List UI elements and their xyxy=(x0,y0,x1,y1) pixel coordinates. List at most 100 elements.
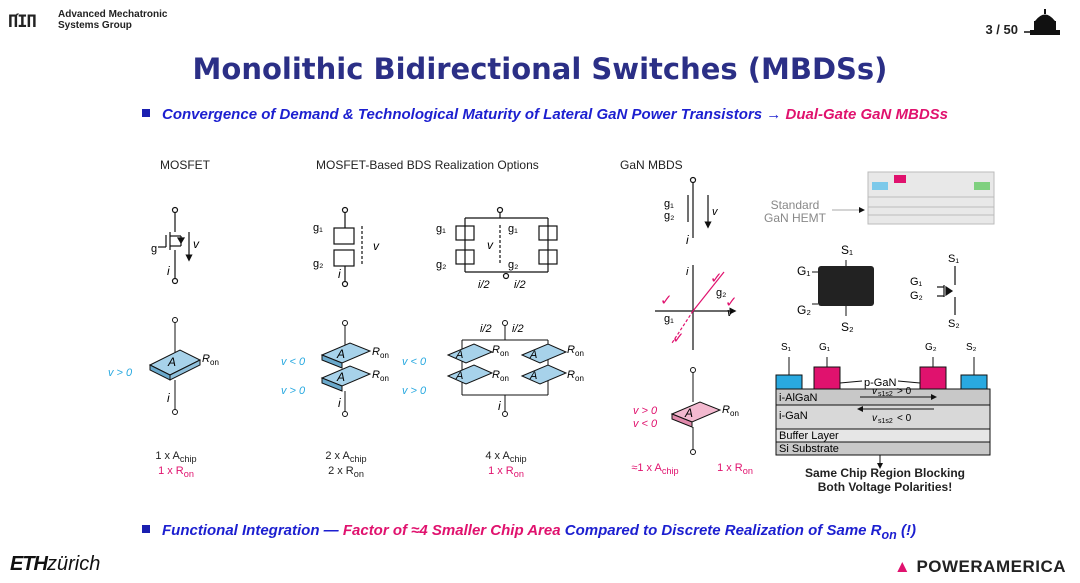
svg-text:s1s2: s1s2 xyxy=(878,391,893,398)
bullet2-part1: Functional Integration — xyxy=(162,522,339,539)
svg-text:g₁: g₁ xyxy=(508,223,518,235)
svg-text:A: A xyxy=(167,355,176,369)
caption-mosfet-ron: 1 x R xyxy=(158,465,184,478)
svg-text:R: R xyxy=(372,346,380,358)
eth-logo: ETHzürich xyxy=(10,553,100,576)
svg-text:v: v xyxy=(373,239,380,253)
svg-text:✓: ✓ xyxy=(725,294,738,311)
blocking-line1: Same Chip Region Blocking xyxy=(804,466,966,480)
svg-text:g₂: g₂ xyxy=(508,259,518,271)
lab-logo: ΠΊΠ xyxy=(8,12,37,32)
heading-bds-options: MOSFET-Based BDS Realization Options xyxy=(316,158,539,172)
four-mosfet-bridge-symbol xyxy=(455,206,558,280)
svg-text:S₁: S₁ xyxy=(781,342,792,353)
svg-text:i: i xyxy=(686,266,689,278)
poweramerica-text: POWERAMERICA xyxy=(916,557,1066,576)
svg-text:on: on xyxy=(500,349,509,358)
svg-text:G₁: G₁ xyxy=(797,264,810,278)
svg-text:g₂: g₂ xyxy=(664,210,674,222)
svg-text:v: v xyxy=(712,206,719,218)
svg-text:R: R xyxy=(492,344,500,356)
bullet2-part4: (!) xyxy=(900,522,916,539)
svg-text:on: on xyxy=(575,374,584,383)
svg-text:on: on xyxy=(575,349,584,358)
mbds-circuit-symbol xyxy=(937,266,956,315)
org-line-2: Systems Group xyxy=(58,20,132,31)
svg-text:i: i xyxy=(686,233,689,247)
caption-gan-ron-text: 1 x R xyxy=(717,462,743,474)
caption-four-ron-sub: on xyxy=(513,469,524,480)
bullet2-part2: Factor of ≈4 Smaller Chip Area xyxy=(342,522,561,539)
caption-two-area-sub: chip xyxy=(349,454,367,465)
bullet1-text: Convergence of Demand & Technological Ma… xyxy=(162,106,782,123)
svg-text:S₂: S₂ xyxy=(841,320,854,334)
svg-text:✓: ✓ xyxy=(660,292,673,309)
svg-text:i/2: i/2 xyxy=(478,279,490,291)
caption-gan-area-sub: chip xyxy=(661,466,679,477)
svg-text:i: i xyxy=(167,391,170,405)
standard-hemt-line1: Standard xyxy=(770,198,820,212)
bullet2-part3-sub: on xyxy=(881,528,897,542)
svg-text:v: v xyxy=(193,237,200,251)
iv-characteristic xyxy=(655,265,737,350)
svg-text:i: i xyxy=(498,399,501,413)
caption-two-ron-sub: on xyxy=(353,469,364,480)
heading-gan-mbds: GaN MBDS xyxy=(620,158,683,172)
org-line-1: Advanced Mechatronic xyxy=(58,9,168,20)
caption-four-ron: 1 x R xyxy=(488,465,514,478)
gan-chip-block xyxy=(670,367,722,455)
svg-text:G₁: G₁ xyxy=(819,342,831,353)
mbds-package xyxy=(812,260,874,316)
svg-text:on: on xyxy=(380,351,389,360)
page-title: Monolithic Bidirectional Switches (MBDSs… xyxy=(192,52,888,86)
cross-section xyxy=(775,357,991,456)
poweramerica-logo: ▲ POWERAMERICA xyxy=(894,557,1066,577)
org-name: Advanced Mechatronic Systems Group xyxy=(58,9,167,31)
svg-text:A: A xyxy=(336,370,345,384)
single-chip-block xyxy=(148,317,202,415)
svg-text:v > 0: v > 0 xyxy=(281,385,306,397)
svg-text:v > 0: v > 0 xyxy=(633,405,658,417)
svg-text:v > 0: v > 0 xyxy=(402,385,427,397)
blocking-note: Same Chip Region Blocking Both Voltage P… xyxy=(790,466,980,494)
svg-text:v > 0: v > 0 xyxy=(108,367,133,379)
svg-text:g₁: g₁ xyxy=(436,223,446,235)
layer-gan: i-GaN xyxy=(779,410,808,422)
caption-mosfet-area: 1 x A xyxy=(155,450,180,462)
layer-algan: i-AlGaN xyxy=(779,392,818,404)
bullet1-highlight: Dual-Gate GaN MBDSs xyxy=(785,106,949,123)
svg-text:G₂: G₂ xyxy=(797,303,811,317)
svg-text:S₂: S₂ xyxy=(948,318,960,330)
svg-text:v < 0: v < 0 xyxy=(633,418,658,430)
standard-hemt-line2: GaN HEMT xyxy=(764,211,827,225)
blocking-line2: Both Voltage Polarities! xyxy=(817,480,953,494)
caption-four-area: 4 x A xyxy=(485,450,510,462)
building-dome-icon xyxy=(1024,9,1060,35)
bullet2-part3: Compared to Discrete Realization of Same… xyxy=(564,522,882,539)
svg-text:S₁: S₁ xyxy=(948,253,959,265)
svg-text:i: i xyxy=(338,396,341,410)
caption-gan-area-text: ≈1 x A xyxy=(631,462,662,474)
svg-text:s1s2: s1s2 xyxy=(878,418,893,425)
bullet-square-icon xyxy=(142,525,150,533)
svg-text:S₂: S₂ xyxy=(966,342,977,353)
bullet-square-icon xyxy=(142,109,150,117)
page-number: 3 / 50 xyxy=(985,22,1018,37)
svg-text:g₁: g₁ xyxy=(664,313,674,325)
svg-text:i: i xyxy=(167,264,170,278)
four-chip-block xyxy=(446,320,568,417)
standard-hemt-thumbnail xyxy=(832,171,995,225)
svg-text:R: R xyxy=(492,369,500,381)
svg-text:R: R xyxy=(202,353,210,365)
svg-text:i/2: i/2 xyxy=(512,323,524,335)
svg-text:on: on xyxy=(380,374,389,383)
two-stacked-chip-block xyxy=(320,320,372,417)
svg-text:G₁: G₁ xyxy=(910,276,923,288)
standard-hemt-label: Standard GaN HEMT xyxy=(764,199,826,225)
svg-text:A: A xyxy=(529,349,537,361)
svg-text:A: A xyxy=(455,349,463,361)
bullet-functional-integration: Functional Integration — Factor of ≈4 Sm… xyxy=(142,522,916,542)
caption-gan-area: ≈1 x Achip xyxy=(624,462,686,477)
eth-logo-italic: zürich xyxy=(47,553,101,575)
